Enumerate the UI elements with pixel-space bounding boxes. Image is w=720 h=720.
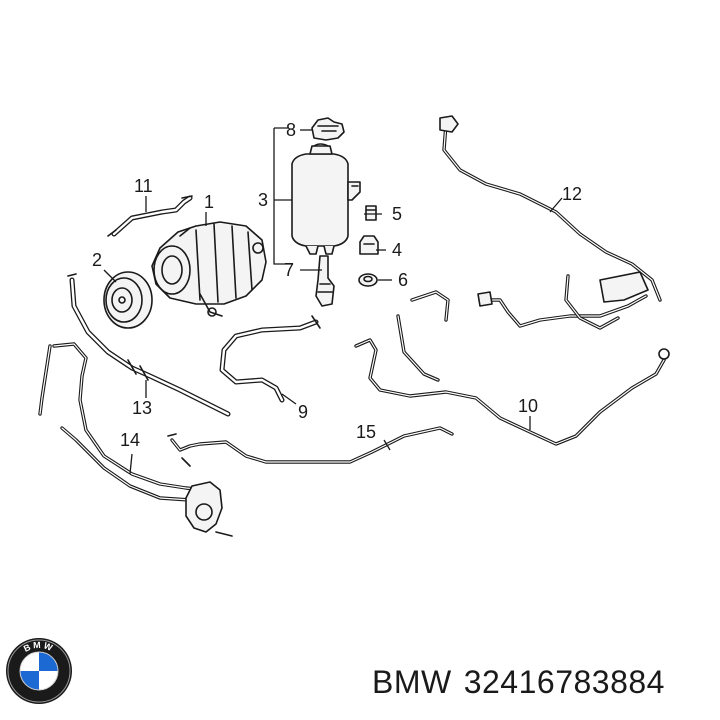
callout-2: 2 xyxy=(92,250,102,270)
callout-12: 12 xyxy=(562,184,582,204)
callout-10: 10 xyxy=(518,396,538,416)
pressure-line-10 xyxy=(354,290,670,446)
fluid-reservoir xyxy=(291,143,361,255)
brand-name: BMW xyxy=(372,664,452,700)
nut-6 xyxy=(358,273,378,287)
cooler-line-12 xyxy=(439,115,662,330)
callout-6: 6 xyxy=(398,270,408,290)
pressure-hose-13 xyxy=(67,273,231,417)
return-hose-9 xyxy=(219,315,321,403)
damper-4 xyxy=(359,235,379,255)
pump-pulley xyxy=(103,271,153,329)
reservoir-cap xyxy=(311,117,345,141)
callout-15: 15 xyxy=(356,422,376,442)
callout-14: 14 xyxy=(120,430,140,450)
callout-8: 8 xyxy=(286,120,296,140)
callout-4: 4 xyxy=(392,240,402,260)
callout-11: 11 xyxy=(134,176,153,196)
part-caption: BMW 32416783884 xyxy=(372,664,677,701)
callout-7: 7 xyxy=(284,260,294,280)
callout-labels: 1 2 3 4 5 6 7 8 9 10 11 12 13 14 15 xyxy=(92,120,582,450)
leader-lines xyxy=(103,127,563,475)
part-number: 32416783884 xyxy=(463,664,665,700)
callout-5: 5 xyxy=(392,204,402,224)
reservoir-bracket xyxy=(315,255,335,307)
bmw-logo: BMW xyxy=(6,638,72,704)
sleeve-5 xyxy=(365,205,377,221)
suction-hose-11 xyxy=(107,195,193,237)
return-line-15 xyxy=(167,426,454,467)
callout-1: 1 xyxy=(204,192,214,212)
callout-13: 13 xyxy=(132,398,152,418)
hose-assembly-14 xyxy=(38,342,233,537)
logo-lettering: BMW xyxy=(22,640,56,654)
callout-3: 3 xyxy=(258,190,268,210)
power-steering-pump xyxy=(151,221,267,317)
callout-9: 9 xyxy=(298,402,308,422)
